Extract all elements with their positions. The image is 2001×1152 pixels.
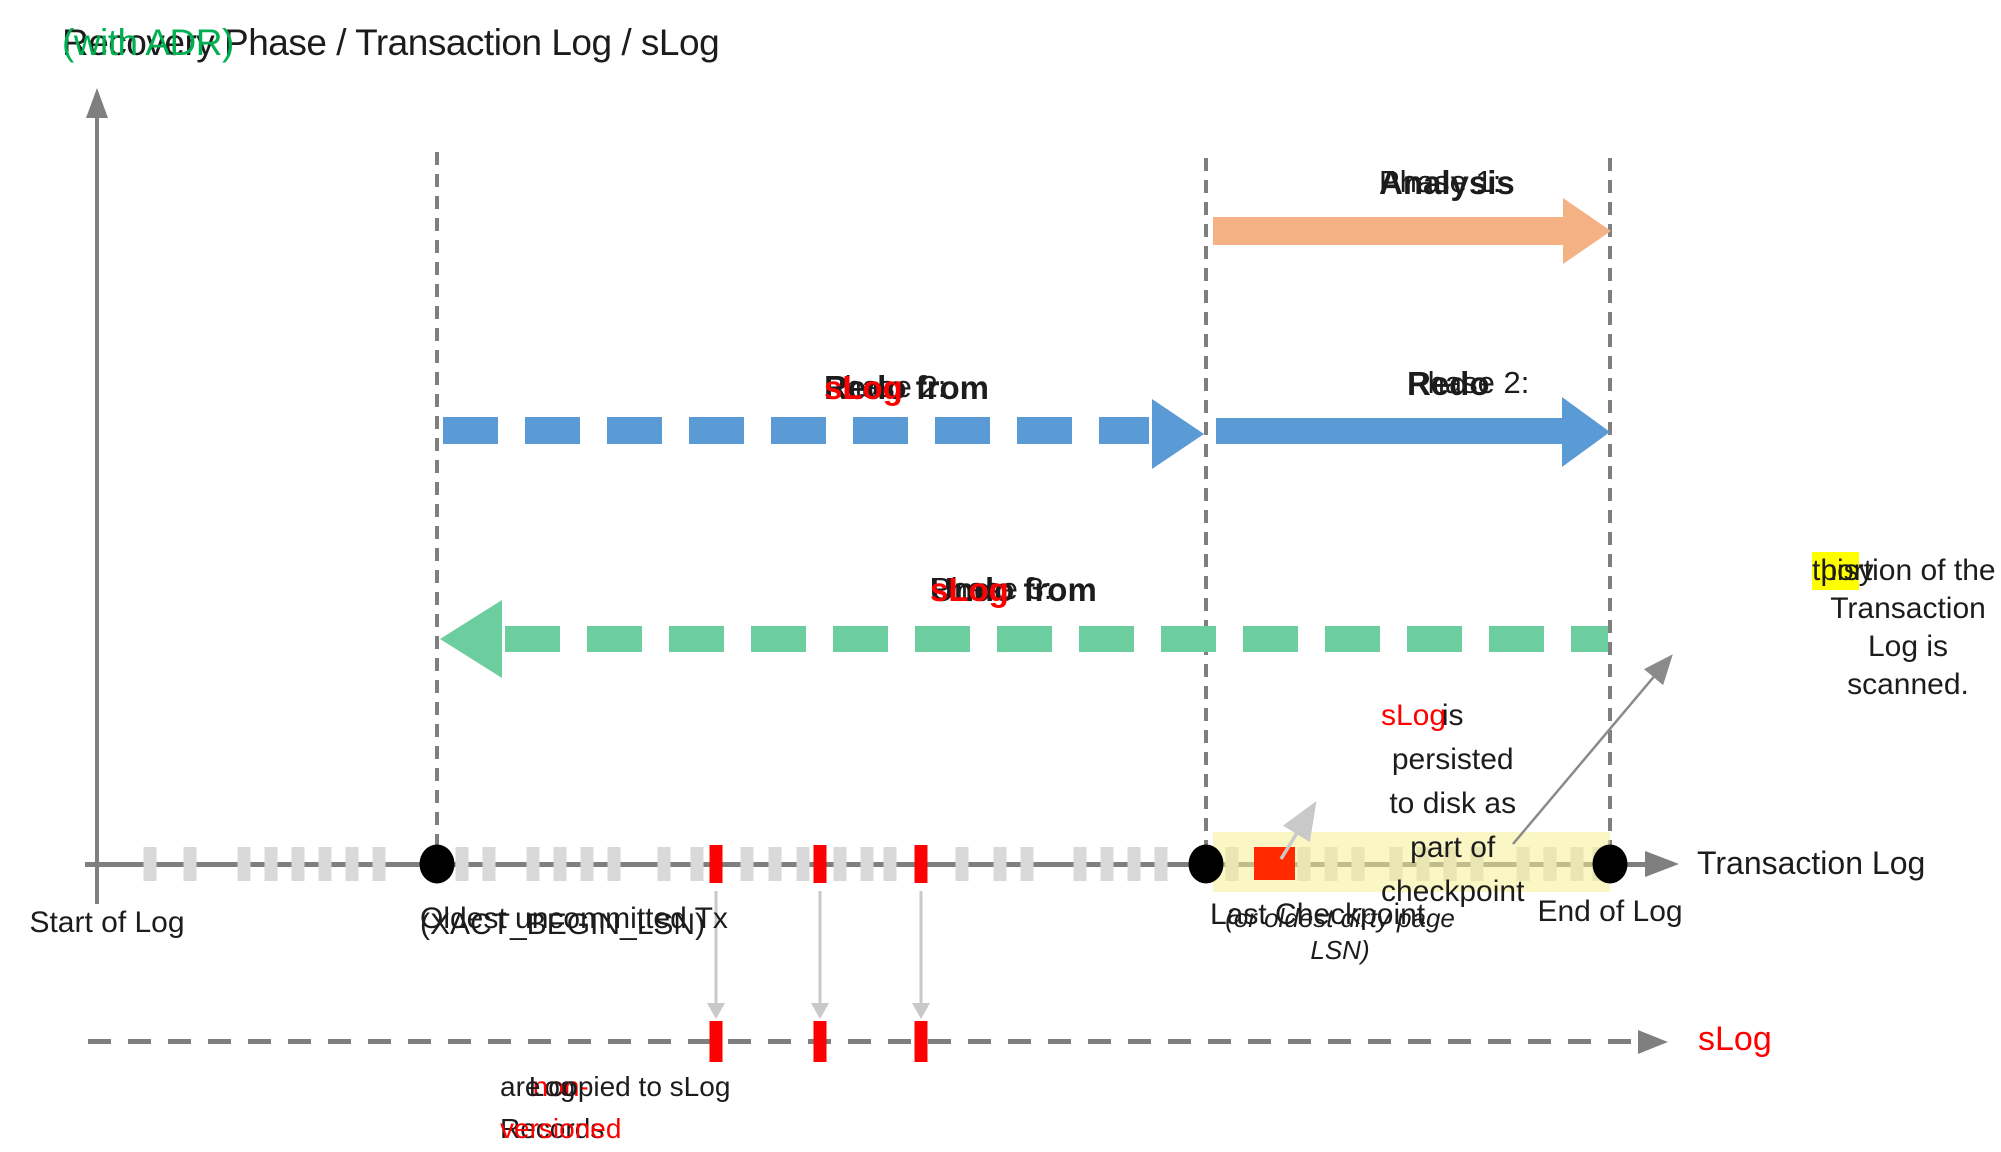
log-record-tick	[143, 847, 157, 881]
phase1-arrowhead-icon	[1563, 198, 1611, 264]
copy-to-slog-arrowhead-icon	[912, 1003, 930, 1019]
phase2-redo-from-slog-arrow	[443, 417, 1149, 444]
phase2b-prefix: Phase 2:	[1407, 365, 1530, 400]
slog-persisted-marker	[1254, 847, 1295, 880]
end-of-log-label: End of Log	[1537, 895, 1683, 928]
guide-last-checkpoint	[1204, 158, 1208, 864]
phase3-arrowhead-icon	[440, 600, 502, 678]
slog-record-tick	[914, 1021, 928, 1062]
phase3-accent: sLog	[930, 571, 1009, 608]
phase2-redo-arrow	[1216, 418, 1564, 444]
log-record-tick	[264, 847, 278, 881]
guide-oldest-uncommitted-tx	[435, 152, 439, 864]
checkpoint-line2: (or oldest dirty page LSN)	[1225, 903, 1455, 965]
copy-to-slog-arrowhead-icon	[811, 1003, 829, 1019]
copy-to-slog-arrow-line	[818, 891, 822, 1003]
log-record-tick	[607, 847, 621, 881]
guide-end-of-log	[1608, 158, 1612, 864]
log-position-marker	[419, 844, 455, 884]
log-record-tick	[291, 847, 305, 881]
log-record-tick	[883, 847, 897, 881]
phase2a-name: Redo from	[824, 369, 989, 406]
persist-note-rest: is persisted to disk as part of checkpoi…	[1381, 699, 1525, 908]
log-record-tick	[690, 847, 704, 881]
copy-to-slog-arrowhead-icon	[707, 1003, 725, 1019]
log-record-tick	[1154, 847, 1168, 881]
log-record-tick	[372, 847, 386, 881]
slog-arrowhead-icon	[1638, 1030, 1668, 1054]
oldest-tx-line2: (XACT_BEGIN_LSN)	[420, 908, 706, 941]
log-record-tick	[955, 847, 969, 881]
copy-note-line1-black: Log Records for	[500, 1071, 605, 1144]
phase2a-prefix: Phase 2:	[824, 369, 947, 404]
phase2b-name: Redo	[1407, 365, 1490, 402]
transaction-log-label: Transaction Log	[1697, 845, 1926, 881]
phase3-prefix: Phase 3:	[930, 571, 1053, 606]
log-record-tick	[1020, 847, 1034, 881]
phase1-name: Analysis	[1379, 164, 1515, 201]
slog-label: sLog	[1698, 1020, 1772, 1058]
log-record-tick	[318, 847, 332, 881]
phase1-analysis-arrow	[1213, 217, 1565, 245]
scan-note-after: portion of the Transaction Log is scanne…	[1820, 554, 1996, 701]
start-of-log-label: Start of Log	[29, 906, 185, 939]
phase2-redo-arrowhead-icon	[1562, 397, 1610, 467]
phase3-name: Undo from	[930, 571, 1097, 608]
persist-note-accent: sLog	[1381, 699, 1447, 732]
oldest-tx-line1: Oldest uncommitted Tx	[420, 902, 728, 935]
vertical-axis-line	[95, 104, 99, 904]
log-record-tick	[580, 847, 594, 881]
log-record-tick	[553, 847, 567, 881]
log-position-marker	[1592, 844, 1628, 884]
log-record-tick	[796, 847, 810, 881]
phase2a-accent: sLog	[824, 369, 903, 406]
log-record-tick	[657, 847, 671, 881]
log-record-tick	[1100, 847, 1114, 881]
log-record-tick	[455, 847, 469, 881]
slog-record-tick	[813, 1021, 827, 1062]
non-versioned-op-tick	[914, 845, 928, 883]
log-record-tick	[183, 847, 197, 881]
phase3-undo-arrow	[505, 626, 1608, 652]
log-record-tick	[1127, 847, 1141, 881]
checkpoint-line1: Last Checkpoint	[1210, 898, 1426, 931]
slog-record-tick	[709, 1021, 723, 1062]
transaction-log-arrowhead-icon	[1645, 851, 1679, 877]
non-versioned-op-tick	[709, 845, 723, 883]
phase1-prefix: Phase 1:	[1379, 164, 1502, 199]
log-record-tick	[768, 847, 782, 881]
scan-annotation-arrow	[1512, 654, 1673, 845]
log-position-marker	[1188, 844, 1224, 884]
copy-note-line2: are copied to sLog	[500, 1071, 731, 1102]
title-adr-suffix: (with ADR)	[62, 22, 234, 63]
title-main: Recovery Phase / Transaction Log / sLog	[62, 22, 720, 63]
copy-to-slog-arrow-line	[919, 891, 923, 1003]
log-record-tick	[482, 847, 496, 881]
copy-note-line1-red: non-versioned ops	[500, 1071, 622, 1144]
log-record-tick	[993, 847, 1007, 881]
non-versioned-op-tick	[813, 845, 827, 883]
phase2-redo-from-slog-arrowhead-icon	[1152, 399, 1204, 469]
log-record-tick	[833, 847, 847, 881]
slog-axis-line	[88, 1039, 1636, 1044]
log-record-tick	[740, 847, 754, 881]
log-record-tick	[1073, 847, 1087, 881]
log-record-tick	[860, 847, 874, 881]
log-record-tick	[345, 847, 359, 881]
copy-to-slog-arrow-line	[714, 891, 718, 1003]
scan-note-highlight: this	[1812, 552, 1859, 590]
log-record-tick	[237, 847, 251, 881]
vertical-axis-arrowhead-icon	[86, 88, 108, 118]
log-record-tick	[526, 847, 540, 881]
